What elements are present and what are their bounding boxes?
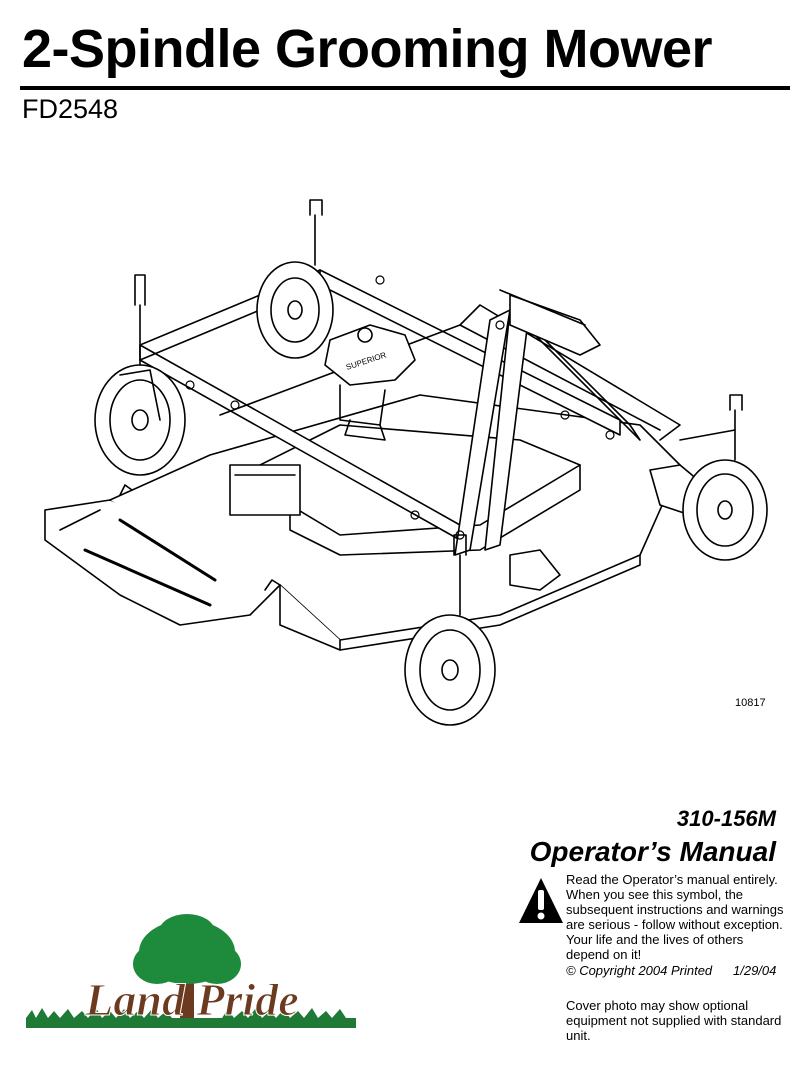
figure-number: 10817 [735,697,766,709]
page-title: 2-Spindle Grooming Mower [22,19,713,79]
cover-note: Cover photo may show optional equipment … [566,998,782,1043]
logo-text: Land Pride [84,974,298,1025]
print-date: 1/29/04 [733,963,777,978]
part-number: 310-156M [676,806,776,831]
model-number: FD2548 [22,94,119,124]
copyright-text: © Copyright 2004 Printed [566,963,713,978]
warning-text: Read the Operator’s manual entirely. Whe… [566,872,784,962]
mower-illustration: SUPERIOR [44,199,768,726]
land-pride-logo: Land Pride [26,914,356,1028]
manual-title: Operator’s Manual [529,836,776,867]
tree-icon [133,914,241,1027]
title-rule [20,86,790,90]
warning-icon [519,878,563,923]
